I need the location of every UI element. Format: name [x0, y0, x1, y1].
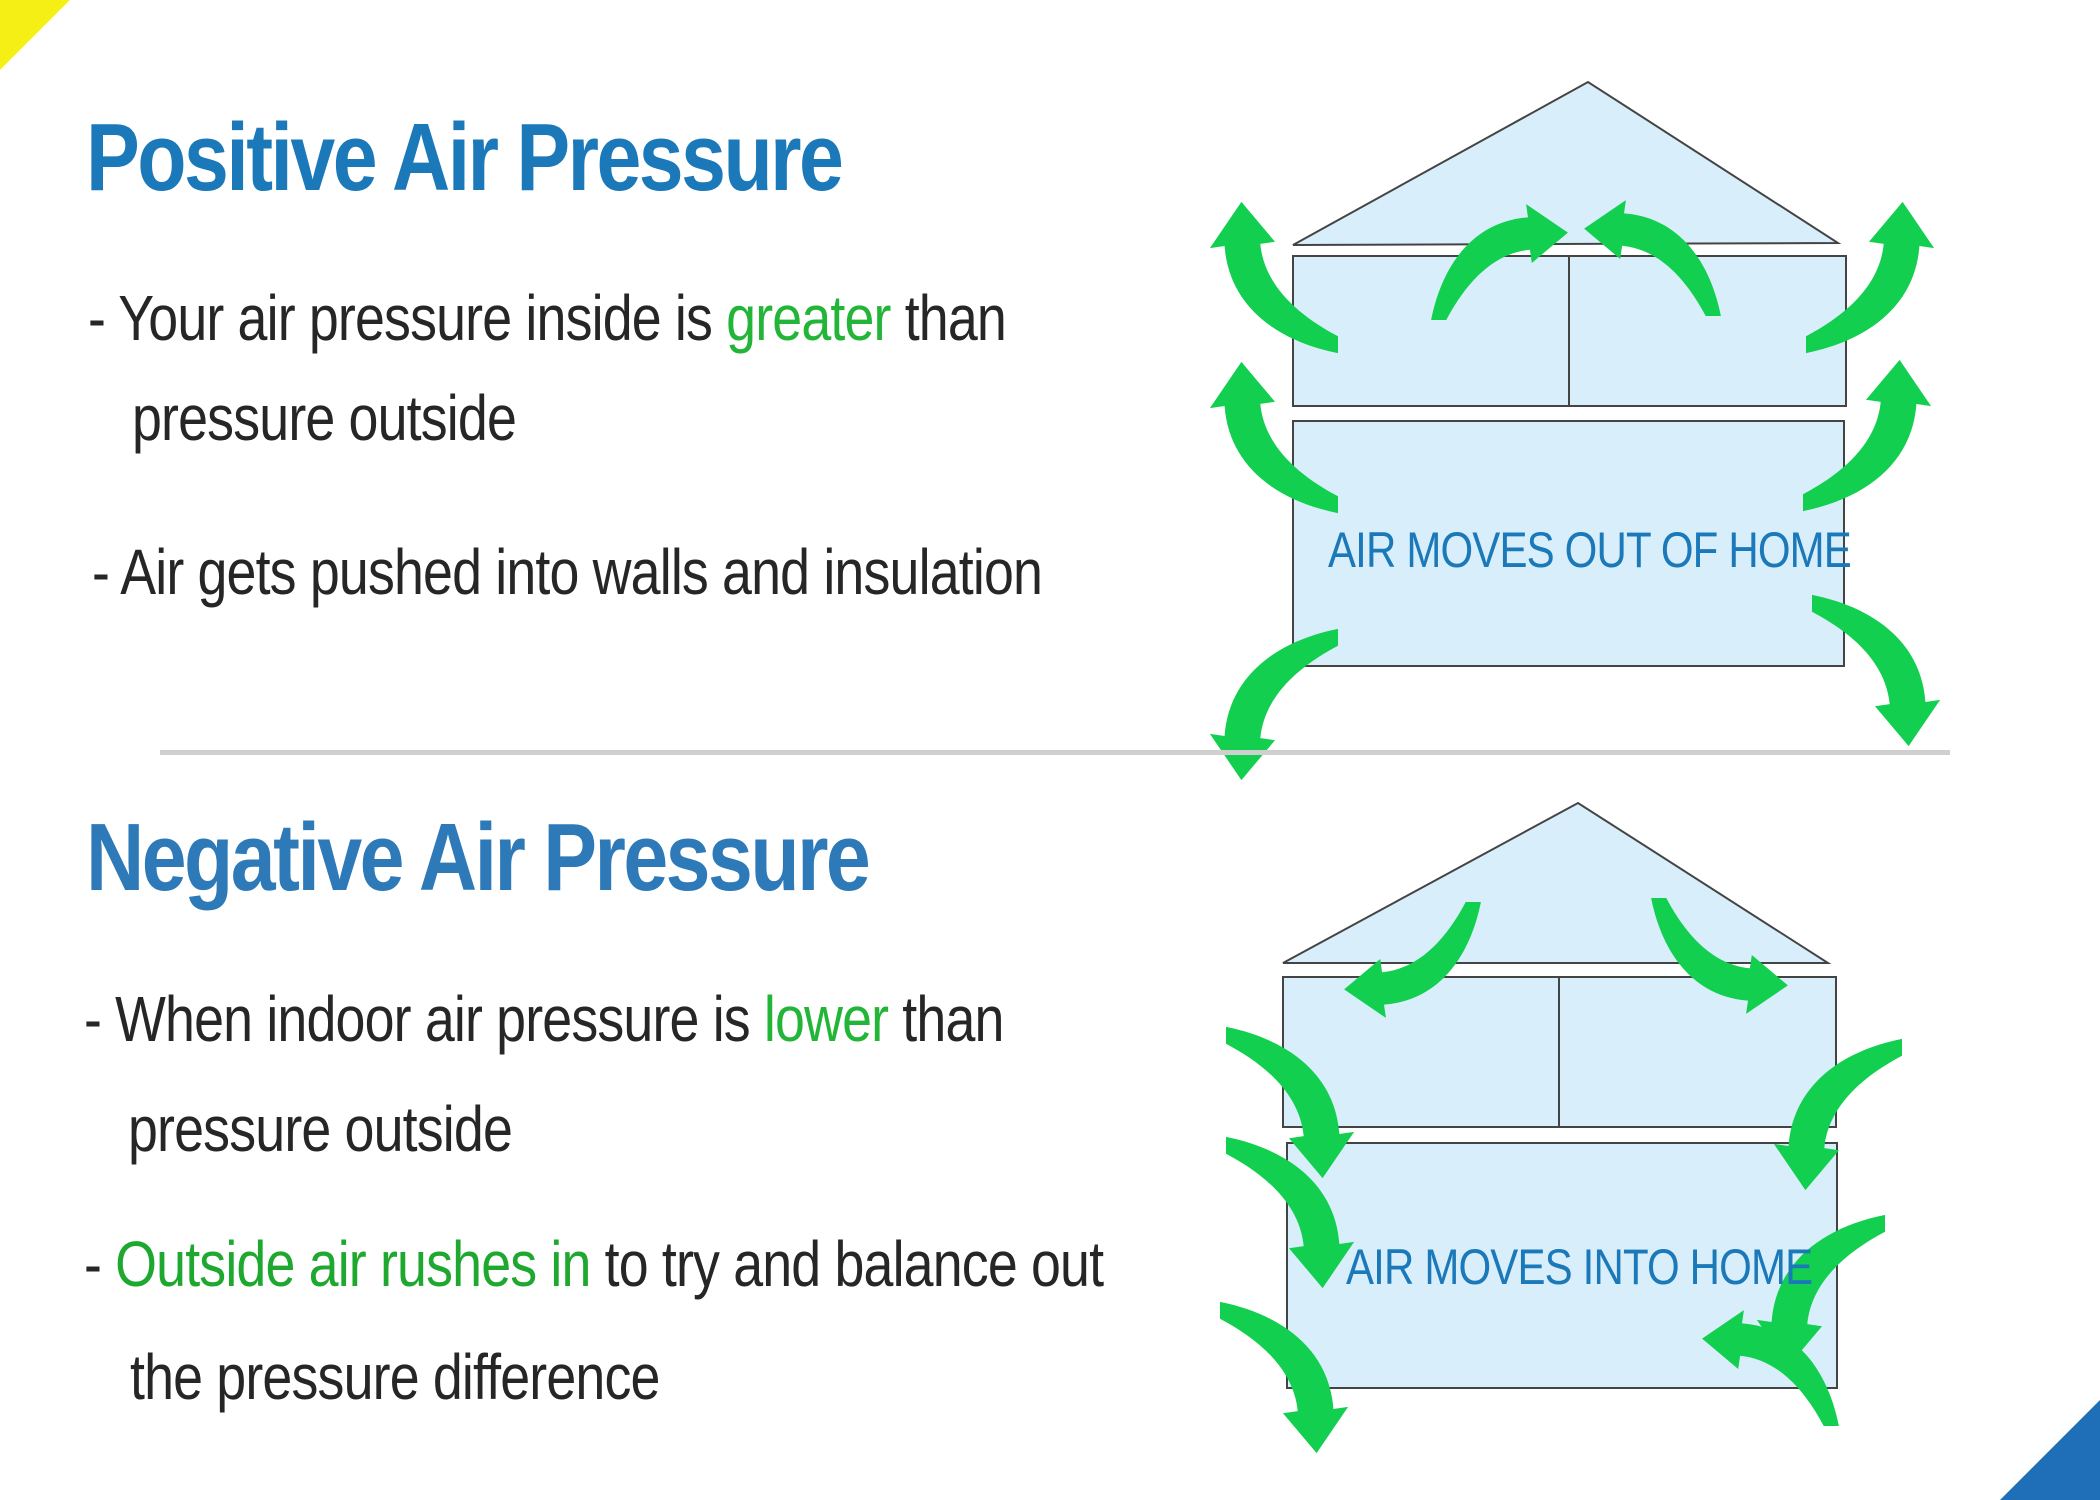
negative-pressure-title: Negative Air Pressure [86, 804, 871, 911]
negative-bullet-2-line2: the pressure difference [130, 1341, 660, 1413]
positive-bullet-2: - Air gets pushed into walls and insulat… [92, 536, 1043, 608]
negative-bullet-2: - Outside air rushes in to try and balan… [84, 1228, 1104, 1300]
house-label-in: AIR MOVES INTO HOME [1346, 1239, 1813, 1295]
highlight-outside-air: Outside air rushes in [115, 1228, 591, 1300]
house-label-out: AIR MOVES OUT OF HOME [1328, 522, 1852, 578]
house-outline-icon [1292, 80, 1847, 667]
negative-bullet-1: - When indoor air pressure is lower than [84, 983, 1004, 1055]
section-divider [160, 750, 1950, 755]
positive-bullet-1: - Your air pressure inside is greater th… [88, 282, 1007, 354]
corner-accent-blue [2000, 1400, 2100, 1500]
positive-pressure-title: Positive Air Pressure [86, 104, 844, 211]
house-outline-icon [1282, 801, 1838, 1389]
highlight-greater: greater [726, 282, 891, 354]
highlight-lower: lower [763, 983, 889, 1055]
negative-bullet-1-line2: pressure outside [128, 1093, 513, 1165]
positive-bullet-1-line2: pressure outside [132, 382, 517, 454]
corner-accent-yellow [0, 0, 70, 70]
